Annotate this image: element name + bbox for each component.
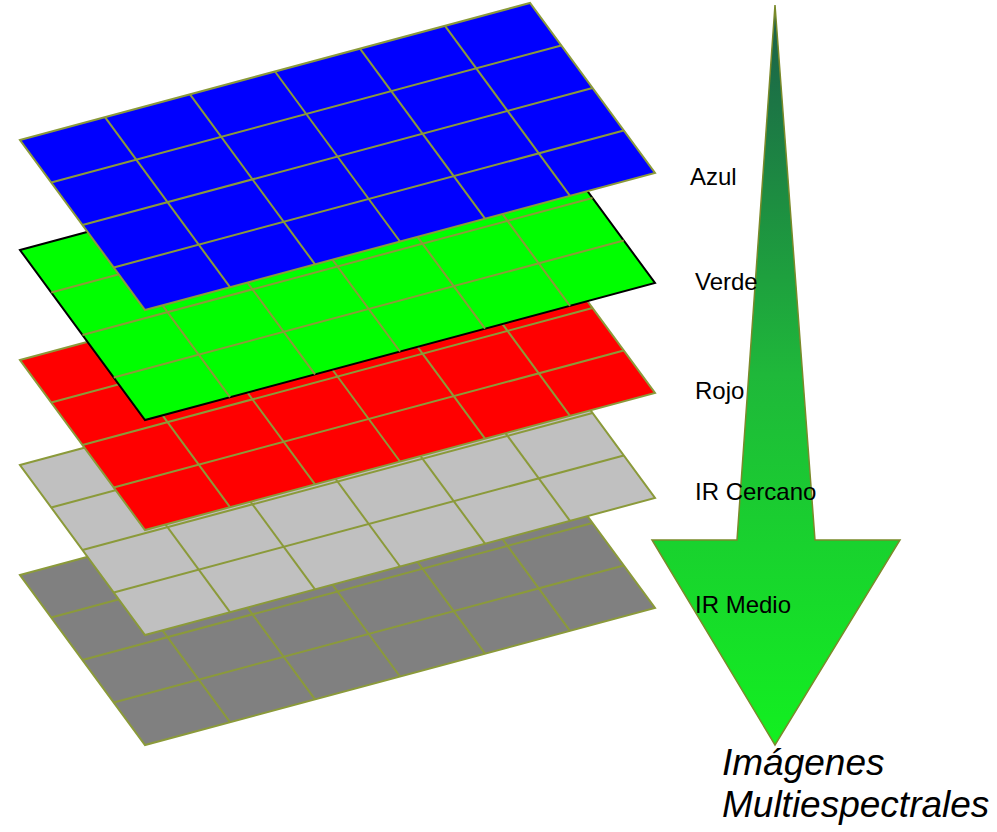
band-label: IR Medio <box>695 591 791 619</box>
grid-line <box>83 88 593 225</box>
grid-line <box>51 46 561 183</box>
band-label: Verde <box>695 268 758 296</box>
band-label: Azul <box>690 163 737 191</box>
band-label: Rojo <box>695 377 744 405</box>
band-layer <box>20 3 655 310</box>
band-label: IR Cercano <box>695 478 816 506</box>
spectrum-arrow <box>652 5 900 745</box>
grid-line <box>114 131 624 268</box>
diagram-caption: Imágenes Multiespectrales <box>722 742 988 826</box>
